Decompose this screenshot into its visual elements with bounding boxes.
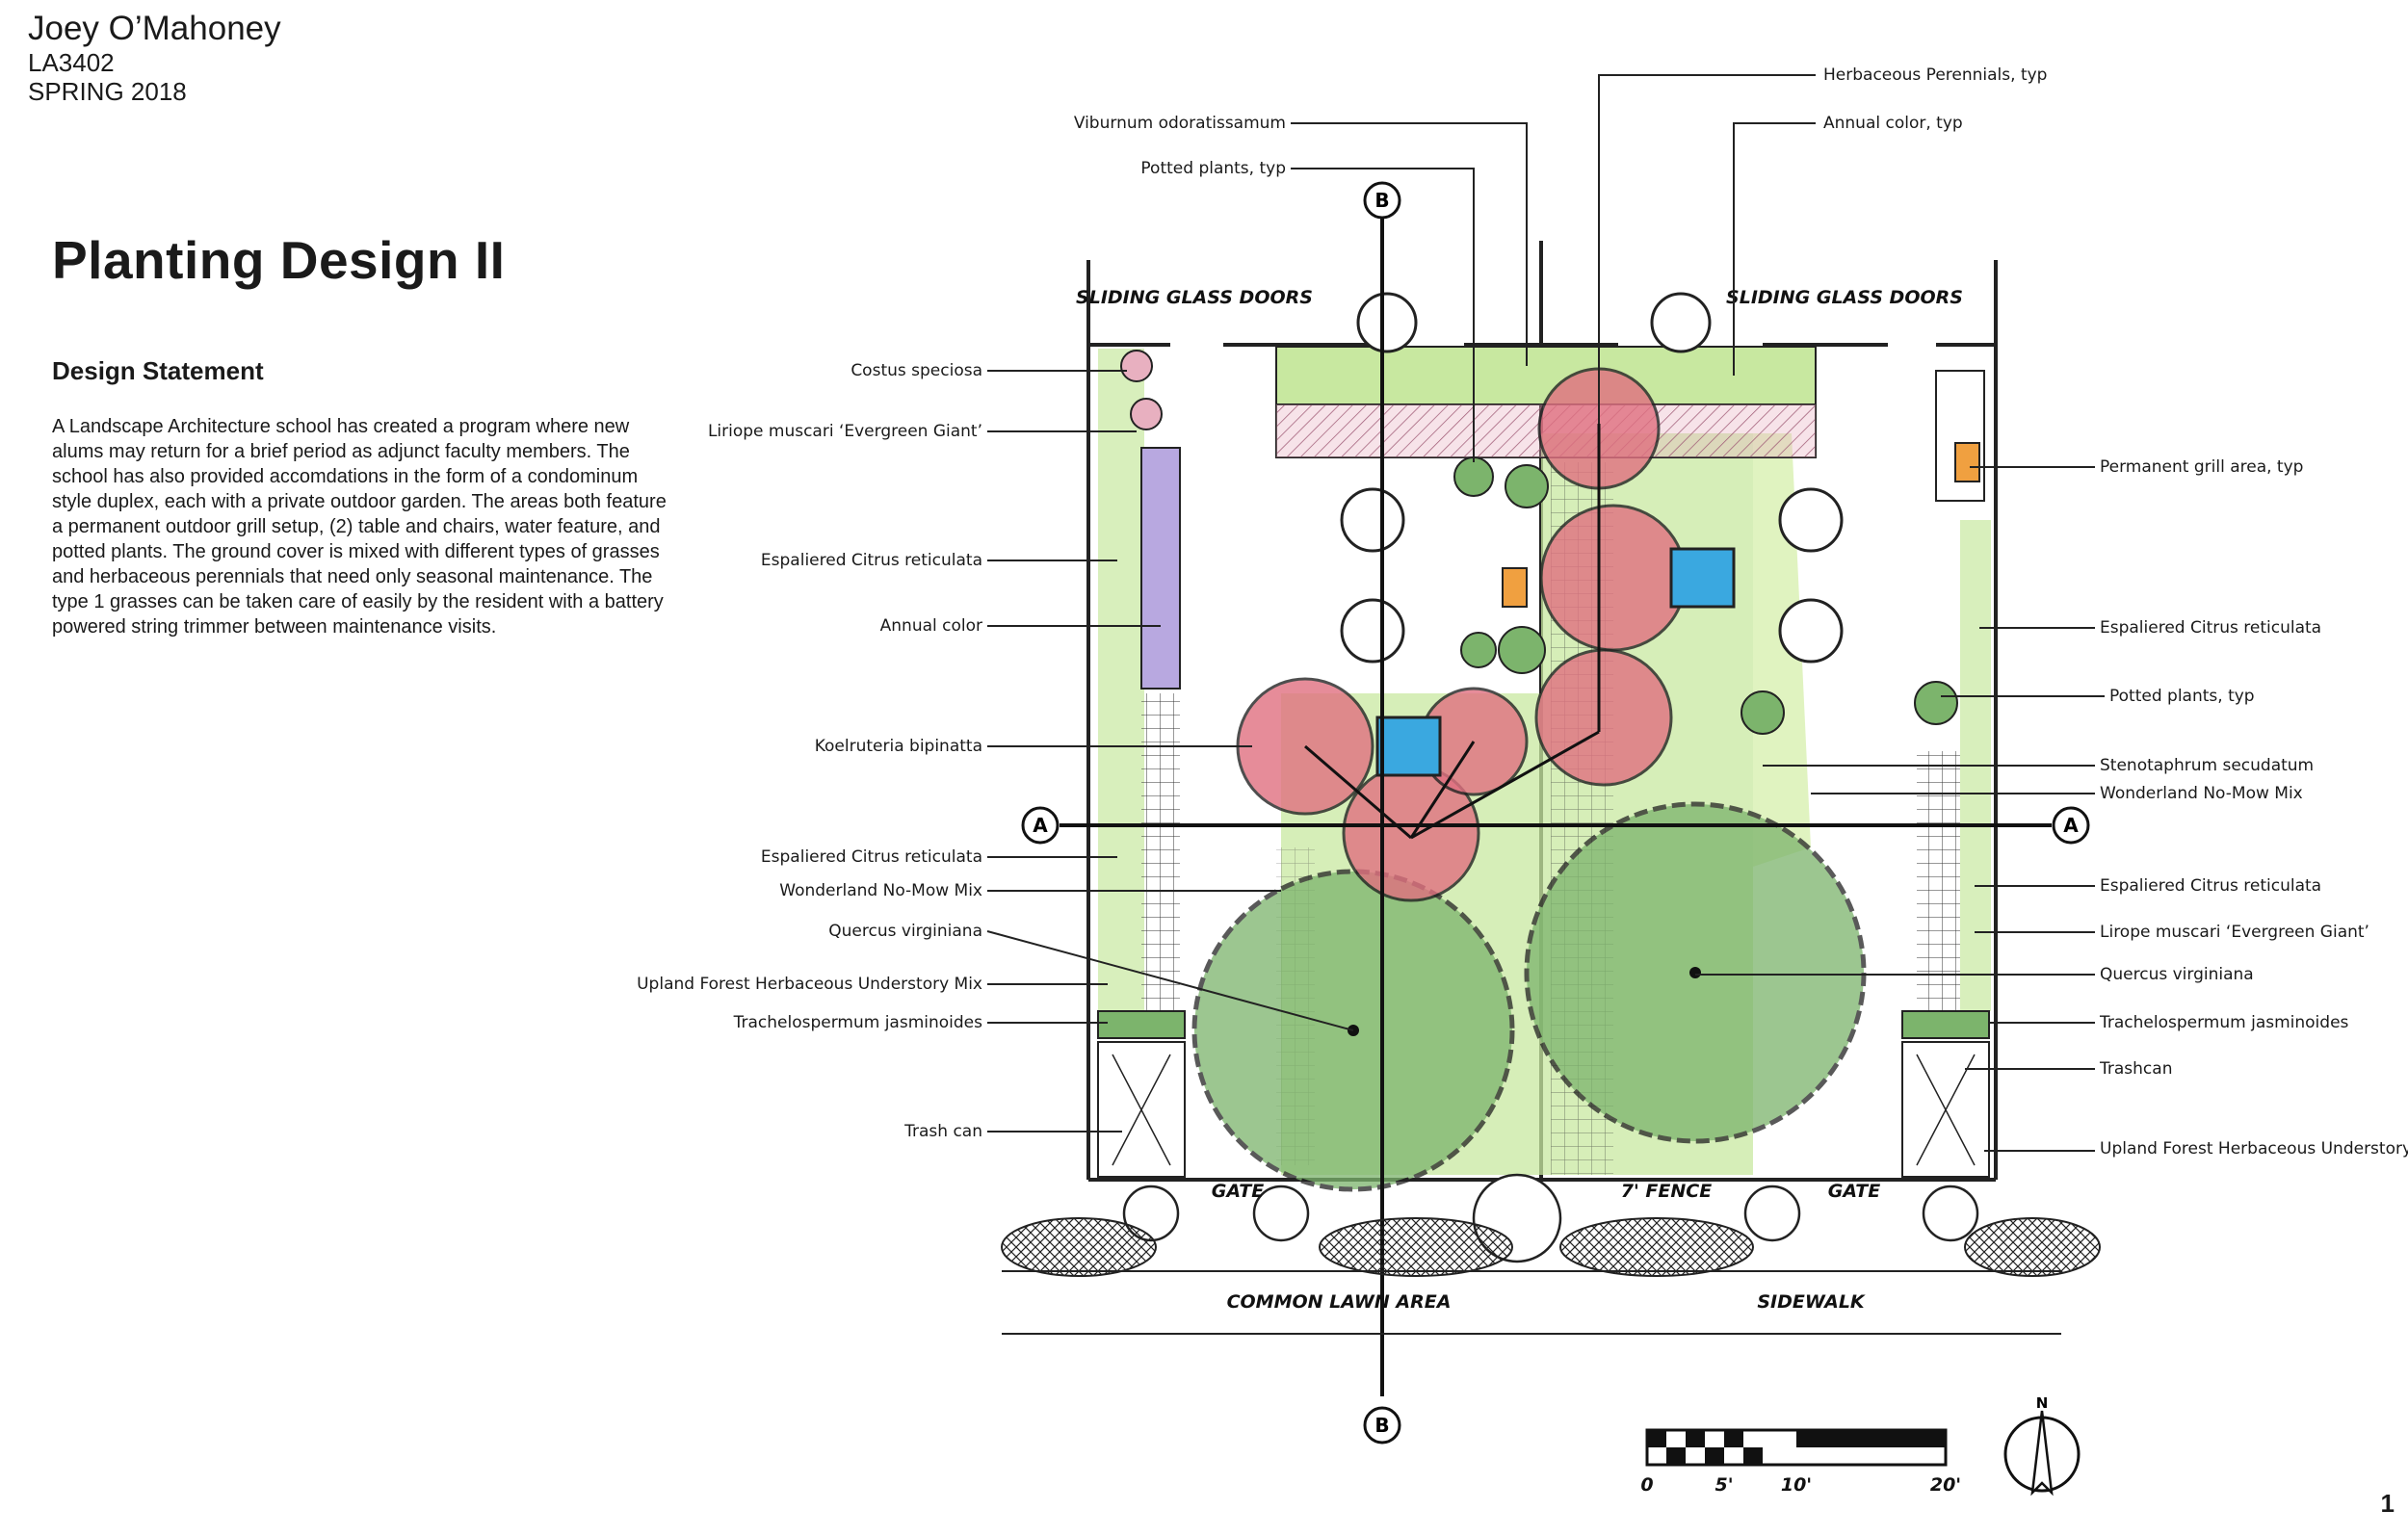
section-marker-a-right: A xyxy=(2052,806,2090,845)
svg-text:A: A xyxy=(1033,814,1048,837)
page-number: 1 xyxy=(2380,1489,2395,1518)
scale-tick-20: 20' xyxy=(1930,1474,1961,1496)
label-upland-right: Upland Forest Herbaceous Understory Mix xyxy=(2100,1139,2408,1159)
scale-bar xyxy=(1645,1428,1948,1467)
label-nomow-right: Wonderland No-Mow Mix xyxy=(2100,784,2303,803)
section-marker-b-bottom: B xyxy=(1363,1406,1401,1445)
label-upland-left: Upland Forest Herbaceous Understory Mix xyxy=(637,975,982,994)
common-lawn-note: COMMON LAWN AREA xyxy=(1227,1291,1452,1313)
left-labels xyxy=(986,370,1354,1132)
sidewalk-note: SIDEWALK xyxy=(1757,1291,1866,1313)
label-liriope-left: Liriope muscari ‘Evergreen Giant’ xyxy=(708,422,982,441)
svg-text:B: B xyxy=(1374,1414,1389,1437)
label-costus: Costus speciosa xyxy=(851,361,982,380)
fence-note: 7' FENCE xyxy=(1621,1181,1712,1202)
label-potted-top: Potted plants, typ xyxy=(1140,159,1475,462)
label-liriope-right: Lirope muscari ‘Evergreen Giant’ xyxy=(2100,923,2369,942)
label-quercus-left: Quercus virginiana xyxy=(828,922,982,941)
label-citrus-right-1: Espaliered Citrus reticulata xyxy=(2100,618,2321,638)
koelruteria-leader-lines xyxy=(1304,424,1601,840)
svg-text:A: A xyxy=(2063,814,2079,837)
label-potted-right: Potted plants, typ xyxy=(2109,687,2255,706)
label-trash-left: Trash can xyxy=(903,1122,982,1141)
label-quercus-right: Quercus virginiana xyxy=(2100,965,2254,984)
course-code: LA3402 xyxy=(28,48,115,77)
label-grill: Permanent grill area, typ xyxy=(2100,457,2303,477)
label-koelruteria: Koelruteria bipinatta xyxy=(815,737,982,756)
label-trach-left: Trachelospermum jasminoides xyxy=(733,1013,983,1032)
label-viburnum: Viburnum odoratissamum xyxy=(1074,114,1528,366)
label-citrus-left-1: Espaliered Citrus reticulata xyxy=(761,551,982,570)
sliding-doors-right: SLIDING GLASS DOORS xyxy=(1726,287,1963,308)
gate-right: GATE xyxy=(1828,1181,1880,1202)
design-statement-body: A Landscape Architecture school has crea… xyxy=(52,416,667,638)
north-arrow-icon: N xyxy=(2003,1394,2081,1497)
term: SPRING 2018 xyxy=(28,77,187,106)
label-annual-color-typ: Annual color, typ xyxy=(1733,114,1963,376)
shrub-masses xyxy=(1001,1217,2101,1277)
scale-tick-0: 0 xyxy=(1640,1474,1653,1496)
potted-plants xyxy=(1120,350,1958,735)
tables-and-chairs xyxy=(1340,292,1844,664)
scale-tick-10: 10' xyxy=(1781,1474,1812,1496)
svg-text:Herbaceous Perennials, typ: Herbaceous Perennials, typ xyxy=(1823,65,2047,85)
label-citrus-right-2: Espaliered Citrus reticulata xyxy=(2100,876,2321,896)
svg-text:Annual color, typ: Annual color, typ xyxy=(1823,114,1963,133)
svg-text:B: B xyxy=(1374,189,1389,212)
label-trashcan-right: Trashcan xyxy=(2099,1059,2172,1079)
grill-areas xyxy=(1502,370,1985,608)
svg-text:N: N xyxy=(2036,1394,2049,1412)
gate-left: GATE xyxy=(1212,1181,1264,1202)
label-annual-color: Annual color xyxy=(880,616,982,636)
label-nomow-left: Wonderland No-Mow Mix xyxy=(779,881,982,900)
scale-tick-5: 5' xyxy=(1714,1474,1733,1496)
author-name: Joey O’Mahoney xyxy=(28,10,281,47)
section-marker-a-left: A xyxy=(1021,806,1060,845)
design-statement-heading: Design Statement xyxy=(52,356,264,385)
sidewalk-lines xyxy=(1002,1270,2061,1335)
svg-text:Viburnum odoratissamum: Viburnum odoratissamum xyxy=(1074,114,1286,133)
water-features xyxy=(1375,547,1736,777)
label-trach-right: Trachelospermum jasminoides xyxy=(2099,1013,2349,1032)
sliding-doors-left: SLIDING GLASS DOORS xyxy=(1076,287,1313,308)
svg-text:Potted plants, typ: Potted plants, typ xyxy=(1140,159,1286,178)
label-steno: Stenotaphrum secudatum xyxy=(2100,756,2314,775)
page-title: Planting Design II xyxy=(52,230,506,290)
right-labels xyxy=(1695,466,2105,1152)
label-citrus-left-2: Espaliered Citrus reticulata xyxy=(761,847,982,867)
section-marker-b-top: B xyxy=(1363,181,1401,220)
label-herbaceous: Herbaceous Perennials, typ xyxy=(1598,65,2047,424)
